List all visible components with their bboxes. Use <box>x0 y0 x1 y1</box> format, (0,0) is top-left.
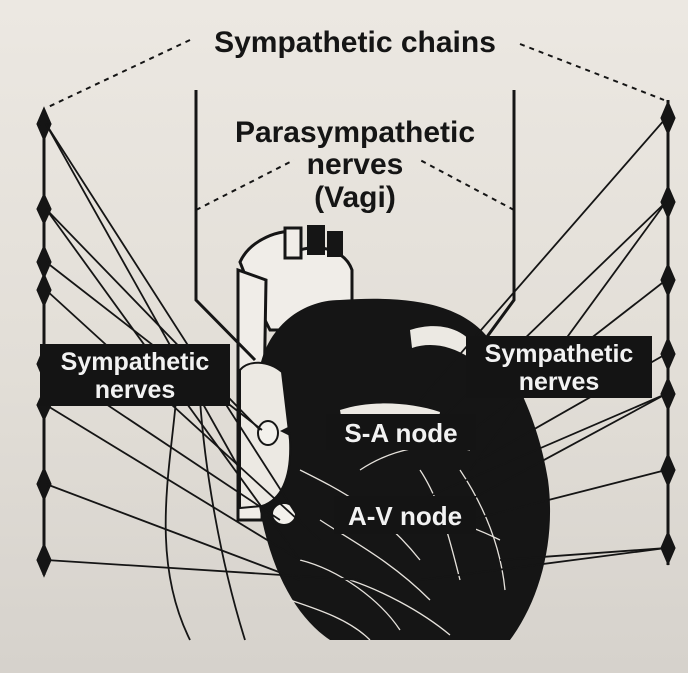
sa-node-marker <box>258 421 278 445</box>
parasympathetic-label-line1: Parasympathetic <box>235 116 475 149</box>
right-sympathetic-label-line2: nerves <box>519 368 600 396</box>
right-sympathetic-nerves-box: Sympathetic nerves <box>466 336 652 398</box>
left-sympathetic-label-line1: Sympathetic <box>61 348 210 376</box>
ganglion <box>38 248 50 276</box>
aortic-branch-2 <box>308 226 324 254</box>
ganglion <box>662 340 674 368</box>
sympathetic-chains-label: Sympathetic chains <box>214 26 496 59</box>
right-sympathetic-chain <box>662 100 674 565</box>
parasympathetic-label-line3: (Vagi) <box>314 181 396 214</box>
ganglion <box>662 188 674 216</box>
ganglion <box>662 266 674 294</box>
left-sympathetic-chain <box>38 110 50 575</box>
av-node-label: A-V node <box>348 501 462 531</box>
aortic-branch-3 <box>328 232 342 256</box>
aortic-branch-1 <box>285 228 301 258</box>
sa-node-label: S-A node <box>344 418 457 448</box>
right-sympathetic-label-line1: Sympathetic <box>485 340 634 368</box>
ganglion <box>38 276 50 304</box>
ganglion <box>38 196 50 222</box>
av-node-callout: A-V node <box>334 496 476 534</box>
left-sympathetic-nerves-box: Sympathetic nerves <box>40 344 230 406</box>
ganglion <box>38 110 50 138</box>
left-sympathetic-label-line2: nerves <box>95 376 176 404</box>
parasympathetic-label-line2: nerves <box>307 148 404 181</box>
ganglion <box>662 104 674 132</box>
